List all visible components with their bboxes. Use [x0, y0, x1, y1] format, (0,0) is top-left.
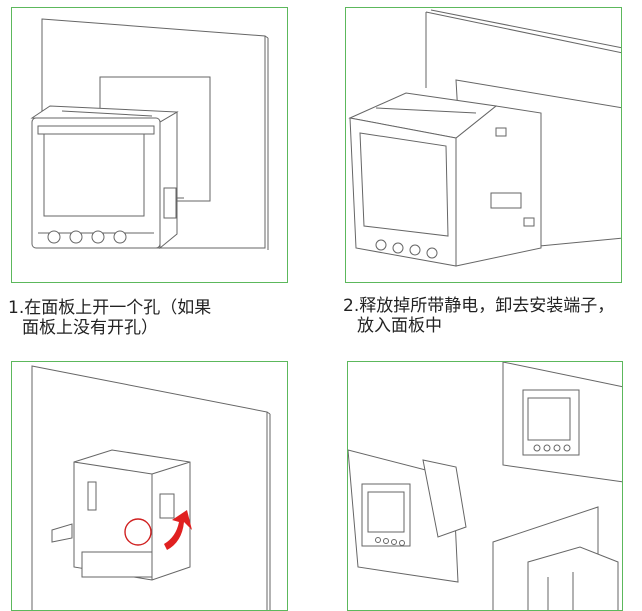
clip-fastening-drawing: [31, 365, 271, 610]
step-1-caption-line2: 面板上没有开孔）: [22, 318, 158, 338]
panel-cutout-drawing: [30, 18, 269, 250]
step-1-illustration: [11, 7, 288, 283]
step-1-caption: 1.在面板上开一个孔（如果 面板上没有开孔）: [8, 298, 211, 338]
installed-meter-views-drawing: [348, 362, 622, 610]
step-2-caption-line2: 放入面板中: [357, 316, 442, 336]
step-3-illustration: [11, 361, 288, 611]
step-2-illustration: [345, 7, 622, 283]
highlight-circle-icon: [124, 518, 152, 546]
step-4-illustration: [347, 361, 623, 611]
step-2-caption-line1: 2.释放掉所带静电，卸去安装端子，: [343, 296, 615, 316]
rotate-arrow-icon: [164, 510, 192, 550]
step-2-caption: 2.释放掉所带静电，卸去安装端子， 放入面板中: [343, 296, 614, 336]
meter-insertion-drawing: [348, 9, 621, 267]
step-1-caption-line1: 1.在面板上开一个孔（如果: [8, 298, 212, 318]
